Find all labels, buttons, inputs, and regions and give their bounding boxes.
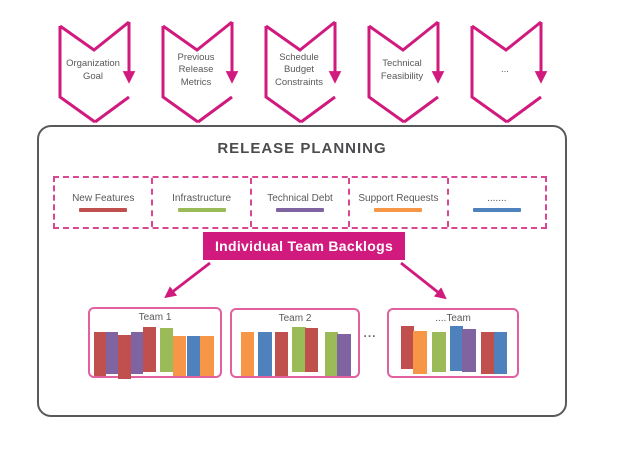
- arrow-to-team-1: [164, 261, 211, 299]
- chevron-shape-with-down-arrow-icon: [161, 20, 239, 124]
- backlog-bar: [275, 332, 288, 376]
- team-name: ....Team: [435, 313, 471, 324]
- input-chevron-label: Schedule Budget Constraints: [274, 51, 324, 88]
- backlog-bar: [481, 332, 495, 374]
- backlog-bar: [94, 332, 106, 376]
- input-chevron-label: Technical Feasibility: [380, 58, 424, 82]
- backlog-bar: [494, 332, 507, 374]
- individual-team-backlogs-banner: Individual Team Backlogs: [203, 232, 405, 260]
- team-box-1: Team 1: [88, 307, 222, 379]
- team-box-2: Team 2: [230, 308, 360, 378]
- backlog-bar: [292, 327, 306, 372]
- backlog-bar: [187, 336, 200, 376]
- backlog-bar: [413, 331, 427, 374]
- backlog-bar: [160, 328, 173, 372]
- backlog-bar: [131, 332, 143, 374]
- arrow-to-team-n: [400, 261, 447, 300]
- team-name: Team 2: [278, 313, 312, 324]
- release-planning-title: RELEASE PLANNING: [217, 140, 387, 157]
- legend-label: New Features: [72, 193, 135, 204]
- input-chevron-4: Technical Feasibility: [367, 20, 445, 124]
- input-chevron-3: Schedule Budget Constraints: [264, 20, 342, 124]
- input-chevron-label: ...: [501, 64, 509, 76]
- backlog-bar: [432, 332, 446, 372]
- backlog-legend: New Features Infrastructure Technical Debt…: [53, 176, 547, 229]
- backlog-bar: [258, 332, 272, 376]
- legend-color-swatch: [276, 208, 325, 212]
- legend-item-4: Support Requests: [348, 178, 446, 227]
- input-chevron-label: Organization Goal: [66, 58, 120, 82]
- chevron-shape-with-down-arrow-icon: [470, 20, 548, 124]
- legend-item-5: .......: [446, 178, 545, 227]
- legend-label: Infrastructure: [172, 193, 232, 204]
- team-box-3: ....Team: [387, 308, 519, 378]
- legend-color-swatch: [374, 208, 423, 212]
- input-chevron-5: ...: [470, 20, 548, 124]
- backlog-bar: [118, 335, 131, 379]
- legend-color-swatch: [177, 208, 226, 212]
- team-name: Team 1: [138, 312, 172, 323]
- legend-color-swatch: [472, 208, 521, 212]
- release-planning-box: RELEASE PLANNING New Features Infrastruct…: [37, 125, 567, 417]
- backlog-bar: [450, 326, 463, 371]
- chevron-shape-with-down-arrow-icon: [58, 20, 136, 124]
- legend-label: Support Requests: [358, 193, 439, 204]
- legend-color-swatch: [79, 208, 128, 212]
- chevron-shape-with-down-arrow-icon: [367, 20, 445, 124]
- input-chevron-label: Previous Release Metrics: [177, 51, 215, 88]
- teams-ellipsis: ...: [363, 326, 377, 340]
- backlog-bar: [143, 327, 156, 372]
- legend-label: Technical Debt: [267, 193, 333, 204]
- legend-label: .......: [487, 193, 507, 204]
- backlog-bar: [401, 326, 414, 369]
- backlog-bar: [241, 332, 254, 376]
- backlog-bar: [200, 336, 214, 376]
- backlog-bar: [337, 334, 351, 376]
- backlog-bar: [462, 329, 476, 372]
- legend-item-1: New Features: [55, 178, 151, 227]
- legend-item-2: Infrastructure: [151, 178, 249, 227]
- legend-item-3: Technical Debt: [249, 178, 348, 227]
- chevron-shape-with-down-arrow-icon: [264, 20, 342, 124]
- backlog-bar: [173, 336, 186, 376]
- backlog-bar: [305, 328, 318, 372]
- input-chevron-2: Previous Release Metrics: [161, 20, 239, 124]
- backlog-bar: [325, 332, 338, 376]
- backlog-bar: [106, 332, 118, 374]
- input-chevron-1: Organization Goal: [58, 20, 136, 124]
